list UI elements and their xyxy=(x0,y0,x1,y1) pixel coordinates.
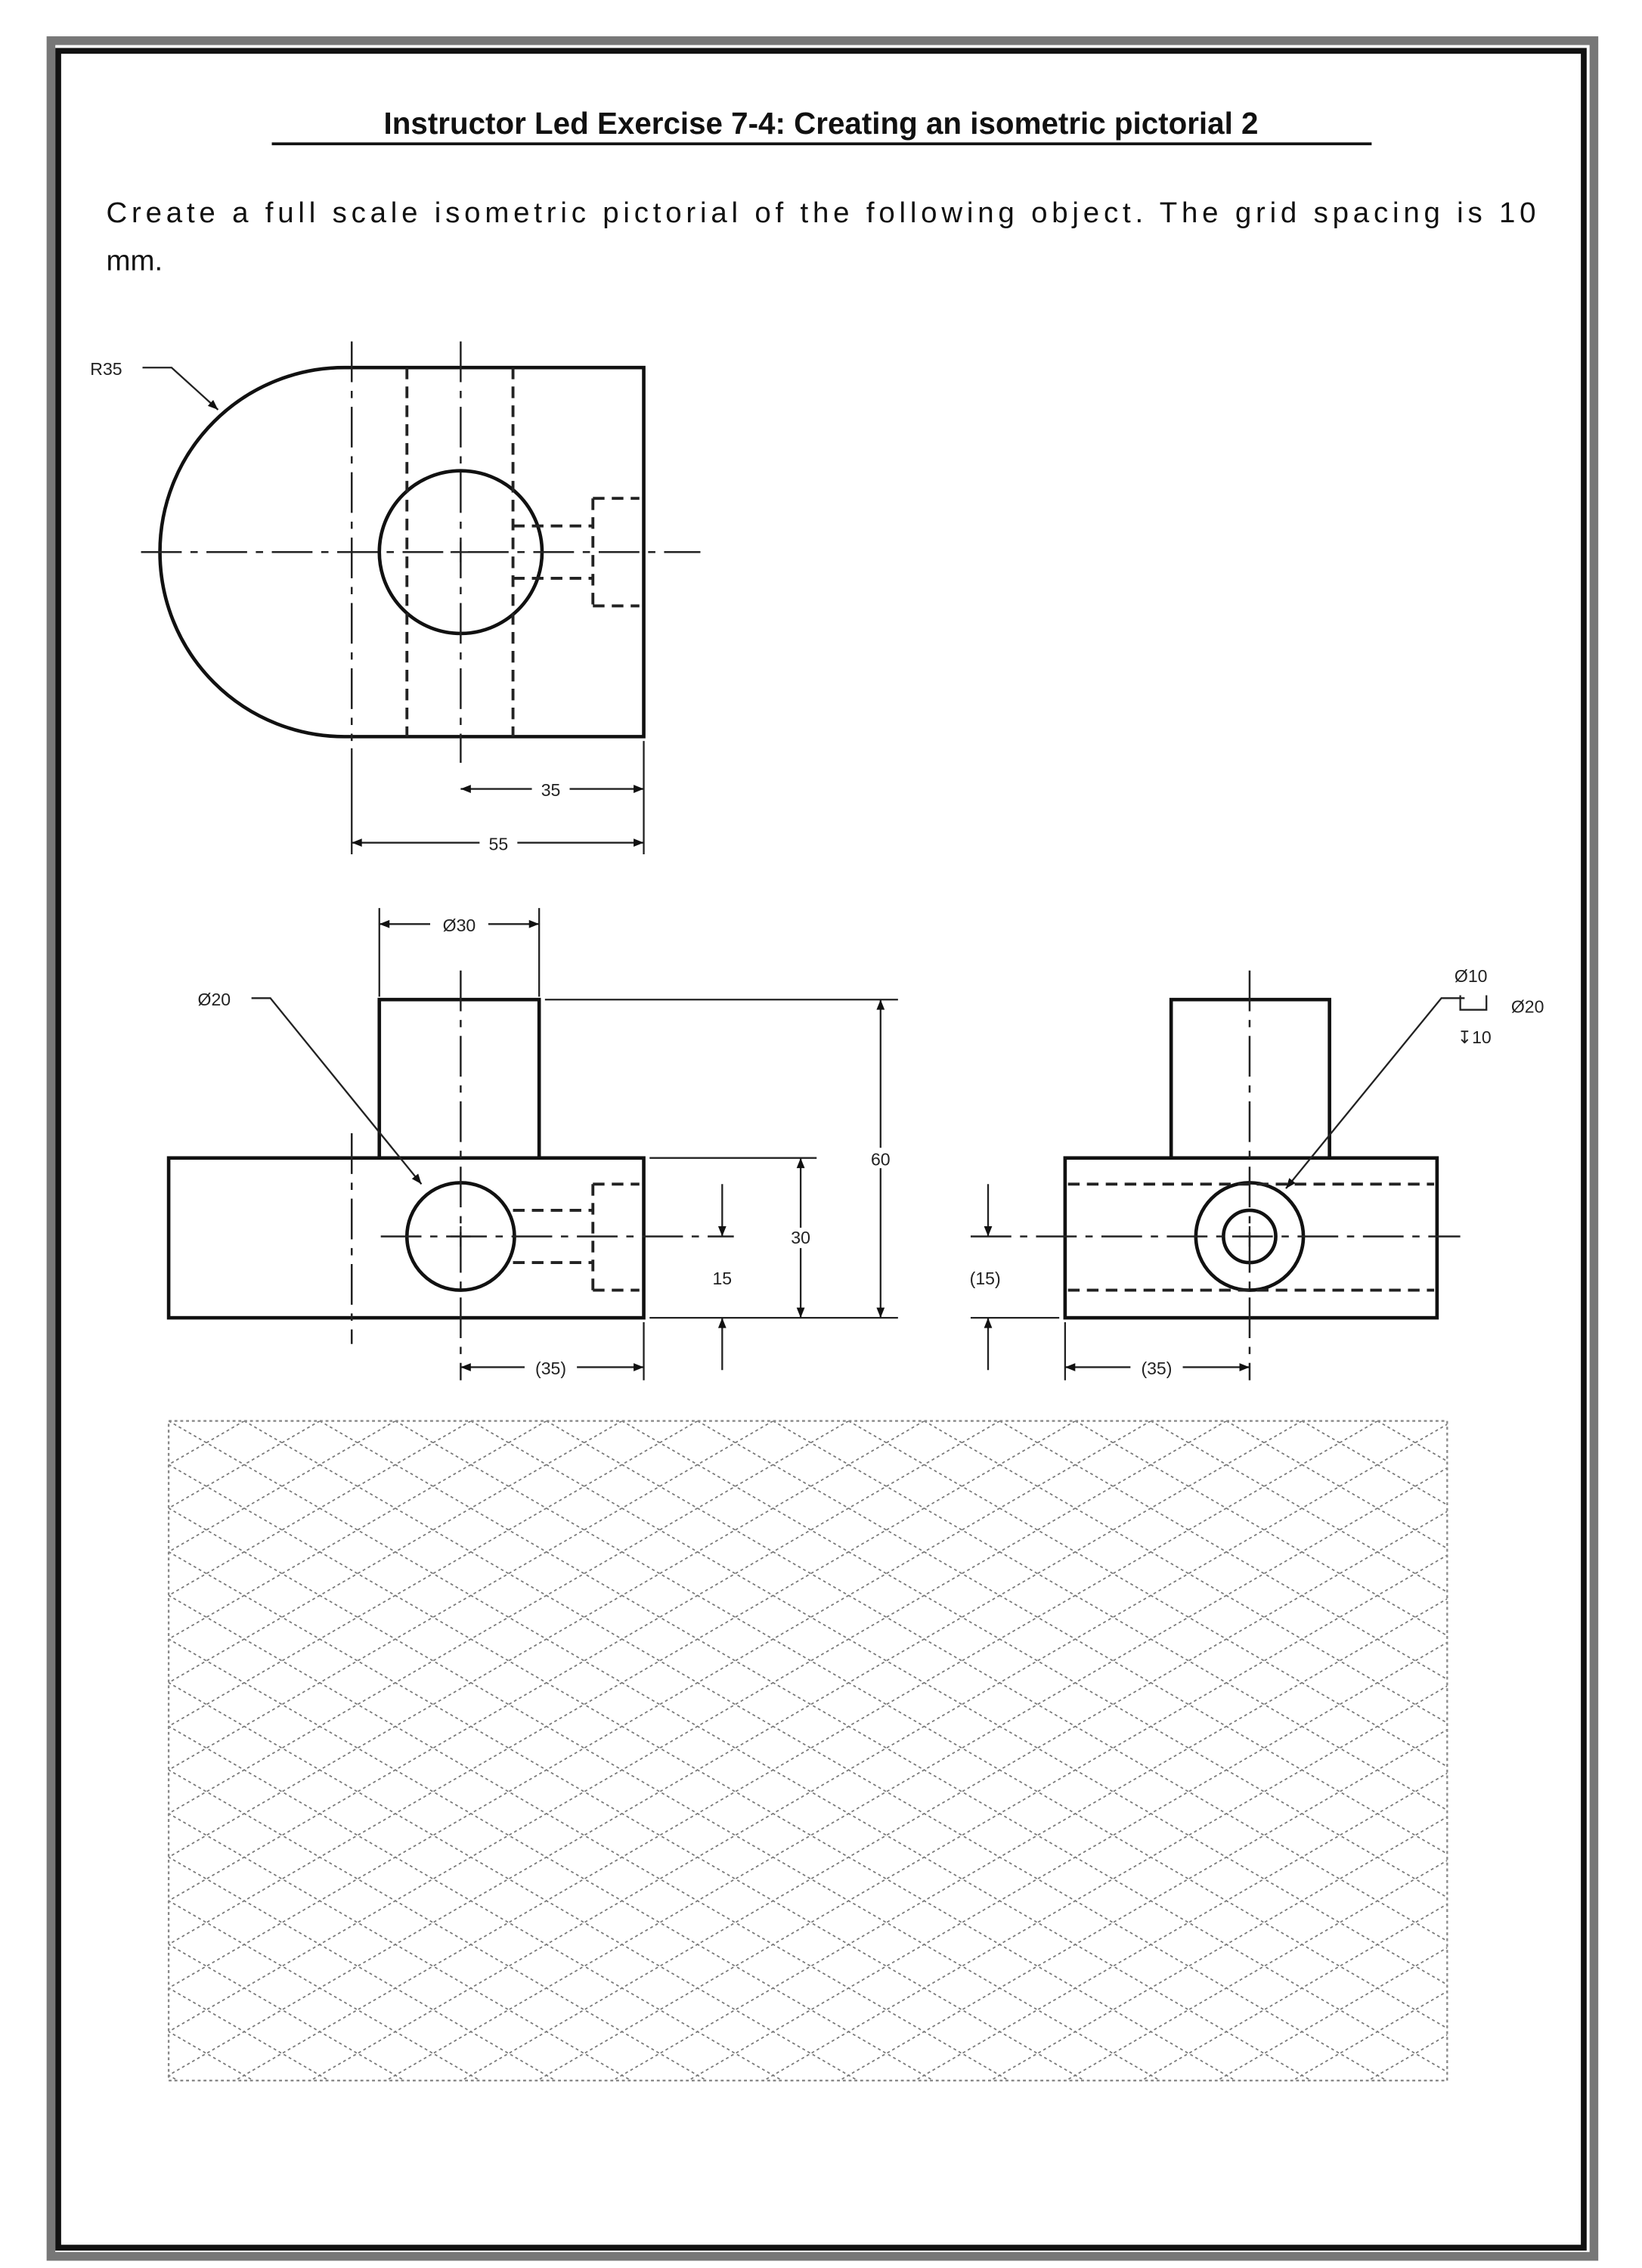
grid-line xyxy=(169,1421,1303,2077)
hole-dia-label: Ø10 xyxy=(1455,966,1488,986)
grid-line xyxy=(169,1421,1227,2033)
grid-line xyxy=(1141,1903,1448,2081)
grid-line xyxy=(169,1725,783,2081)
grid-line xyxy=(848,1421,1448,1768)
dim-35-side: (35) xyxy=(1141,1359,1172,1378)
dim-dia30: Ø30 xyxy=(443,916,476,935)
grid-line xyxy=(169,1464,1236,2081)
grid-line xyxy=(688,1641,1448,2081)
grid-line xyxy=(470,1421,1448,1986)
grid-line xyxy=(169,1421,849,1814)
grid-line xyxy=(546,1421,1448,1942)
grid-line xyxy=(169,1507,1160,2081)
grid-line xyxy=(697,1421,1448,1855)
dim-35: 35 xyxy=(541,780,561,800)
grid-line xyxy=(234,1421,1378,2081)
grid-line xyxy=(990,1816,1448,2081)
grid-line xyxy=(169,1900,481,2081)
grid-line xyxy=(169,1551,1085,2081)
dim-60: 60 xyxy=(871,1149,891,1169)
grid-line xyxy=(0,1421,17,2081)
grid-line xyxy=(914,1772,1448,2081)
grid-line xyxy=(386,1467,1448,2081)
grid-line xyxy=(169,1943,405,2081)
grid-line xyxy=(169,1769,708,2081)
grid-line xyxy=(169,1421,1151,1989)
grid-line xyxy=(310,1424,1448,2081)
instructions-cont: mm. xyxy=(106,244,163,277)
grid-line xyxy=(169,1856,556,2081)
front-view: Ø30 Ø20 60 30 15 (35) xyxy=(166,908,898,1380)
grid-line xyxy=(773,1421,1448,1811)
isometric-grid[interactable] xyxy=(0,1420,1642,2082)
side-view: Ø10 Ø20 ↧10 (15) (35) xyxy=(970,966,1544,1380)
grid-line xyxy=(169,1421,1312,2081)
grid-line xyxy=(621,1421,1448,1898)
top-view: R35 35 55 xyxy=(90,341,701,855)
grid-line xyxy=(1216,1947,1448,2081)
grid-line xyxy=(243,1421,1387,2081)
grid-line xyxy=(169,1421,774,1771)
instructions: Create a full scale isometric pictorial … xyxy=(106,197,1535,229)
grid-line xyxy=(537,1554,1448,2081)
dim-30: 30 xyxy=(791,1228,810,1247)
grid-line xyxy=(395,1421,1448,2029)
page-title: Instructor Led Exercise 7-4: Creating an… xyxy=(384,106,1259,141)
grid-line xyxy=(169,1638,934,2081)
grid-line xyxy=(461,1510,1448,2081)
page-shadow-border xyxy=(46,36,1599,2261)
grid-line xyxy=(169,1421,1000,1902)
counterbore-symbol xyxy=(1459,995,1488,1011)
counterbore-depth-label: ↧10 xyxy=(1458,1027,1492,1047)
grid-line xyxy=(1065,1859,1448,2081)
grid-line xyxy=(1604,1421,1642,2081)
grid-line xyxy=(319,1421,1448,2073)
dim-55: 55 xyxy=(489,834,509,854)
dim-35-front: (35) xyxy=(535,1359,566,1378)
grid-line xyxy=(169,1812,632,2081)
grid-line xyxy=(612,1597,1448,2081)
dim-15-side: (15) xyxy=(970,1269,1001,1288)
dim-15: 15 xyxy=(712,1269,732,1288)
grid-line xyxy=(169,1594,1010,2081)
page-border xyxy=(55,48,1587,2251)
grid-line xyxy=(169,1421,925,1858)
hole-label: Ø20 xyxy=(198,990,231,1009)
grid-line xyxy=(169,1421,1076,1945)
counterbore-dia-label: Ø20 xyxy=(1511,997,1544,1017)
radius-label: R35 xyxy=(90,359,122,379)
grid-line xyxy=(838,1728,1448,2081)
grid-line xyxy=(763,1685,1448,2081)
grid-line xyxy=(169,1681,859,2081)
grid-line xyxy=(0,1421,26,2081)
grid-line xyxy=(1595,1421,1642,2081)
